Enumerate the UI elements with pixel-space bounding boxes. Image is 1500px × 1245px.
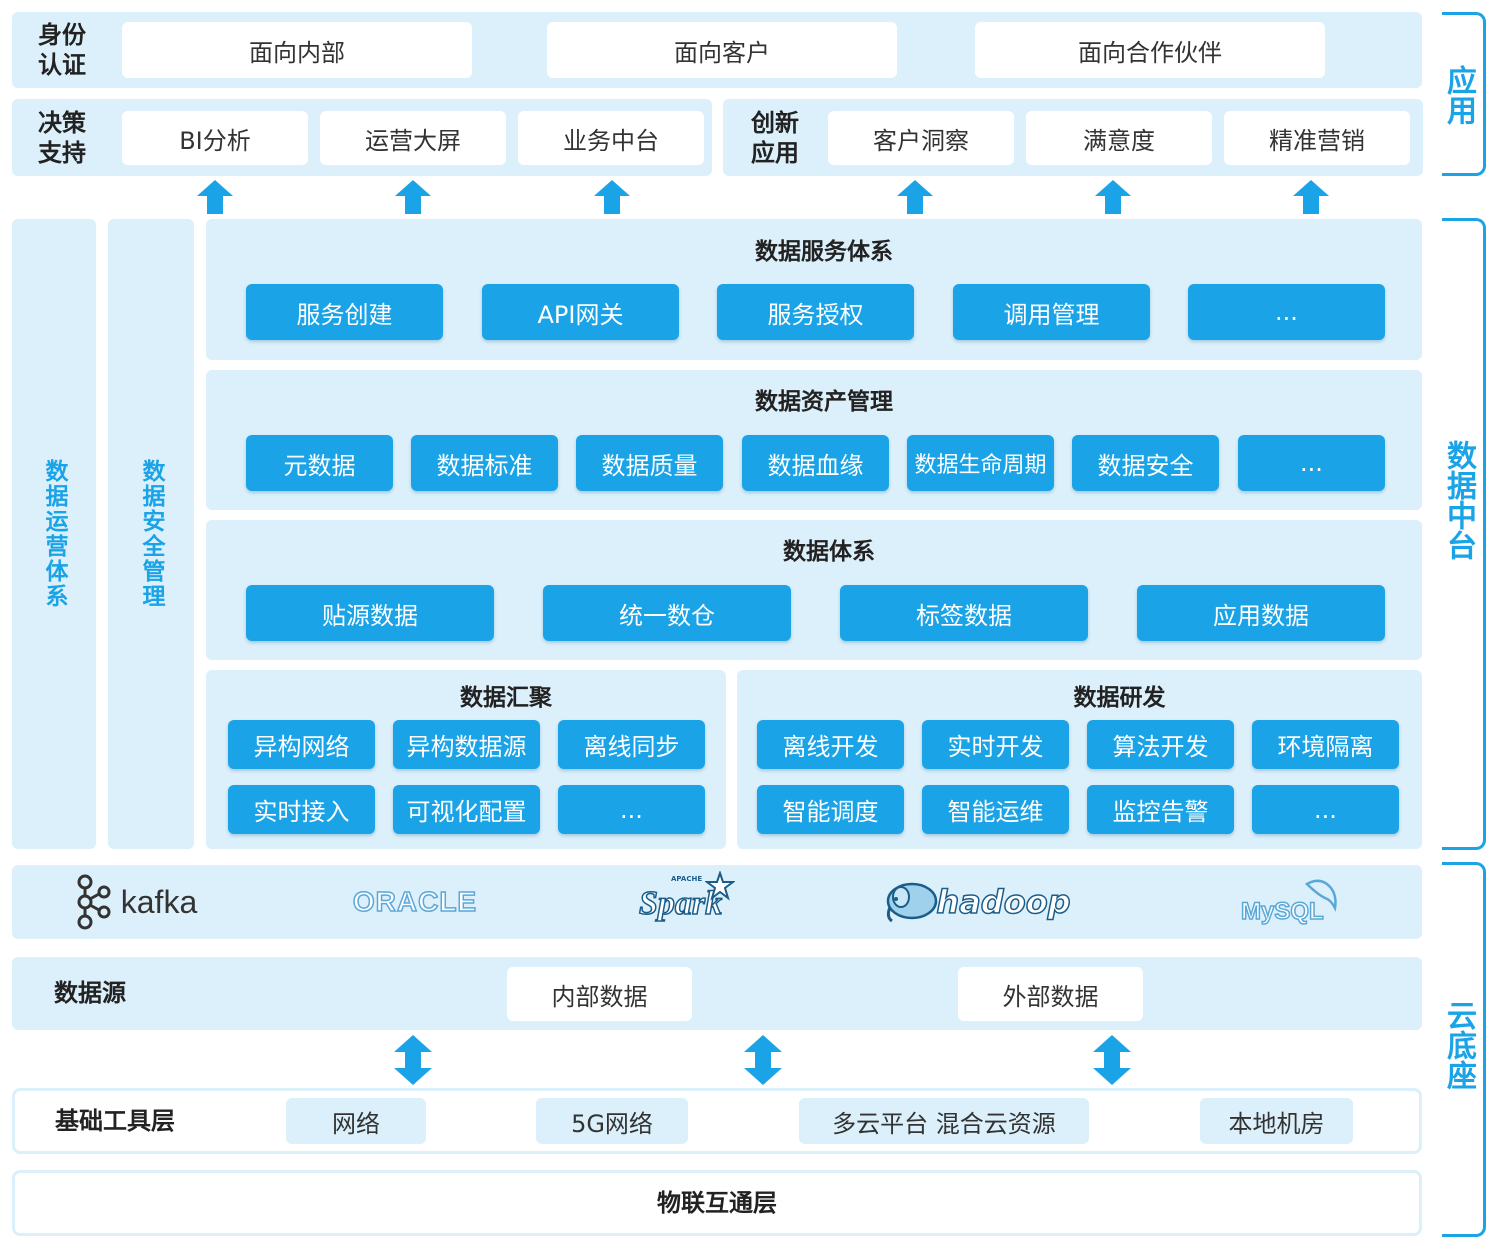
env-isolation-button[interactable]: 环境隔离 — [1252, 720, 1399, 769]
service-more-button[interactable]: ... — [1188, 284, 1385, 340]
heterogeneous-source-button[interactable]: 异构数据源 — [393, 720, 540, 769]
innovation-label: 创新 应用 — [751, 109, 799, 167]
heterogeneous-network-button[interactable]: 异构网络 — [228, 720, 375, 769]
data-standard-button[interactable]: 数据标准 — [411, 435, 558, 491]
hadoop-elephant-icon — [887, 882, 938, 923]
metadata-button[interactable]: 元数据 — [246, 435, 393, 491]
application-data-button[interactable]: 应用数据 — [1137, 585, 1385, 641]
service-create-button[interactable]: 服务创建 — [246, 284, 443, 340]
iot-layer: 物联互通层 — [12, 1170, 1422, 1236]
api-gateway-button[interactable]: API网关 — [482, 284, 679, 340]
identity-label: 身份 认证 — [38, 21, 86, 79]
dev-more-button[interactable]: ... — [1252, 785, 1399, 834]
up-arrows — [197, 180, 1329, 214]
kafka-icon — [77, 874, 111, 930]
realtime-dev-button[interactable]: 实时开发 — [922, 720, 1069, 769]
decision-item-bi[interactable]: BI分析 — [122, 111, 308, 165]
multi-cloud-box[interactable]: 多云平台 混合云资源 — [799, 1098, 1089, 1144]
infra-row — [12, 1088, 1422, 1154]
data-aggregation-title: 数据汇聚 — [460, 685, 552, 711]
monitor-alert-button[interactable]: 监控告警 — [1087, 785, 1234, 834]
aggregation-more-button[interactable]: ... — [558, 785, 705, 834]
spark-apache-text: APACHE — [671, 875, 703, 883]
double-arrows — [394, 1035, 1131, 1085]
realtime-ingest-button[interactable]: 实时接入 — [228, 785, 375, 834]
algorithm-dev-button[interactable]: 算法开发 — [1087, 720, 1234, 769]
innovation-item-satisfaction[interactable]: 满意度 — [1026, 111, 1212, 165]
network-box[interactable]: 网络 — [286, 1098, 426, 1144]
innovation-item-marketing[interactable]: 精准营销 — [1224, 111, 1410, 165]
up-arrow-icon — [197, 180, 233, 214]
tech-logos-row — [12, 865, 1422, 939]
visual-config-button[interactable]: 可视化配置 — [393, 785, 540, 834]
identity-item-partner[interactable]: 面向合作伙伴 — [975, 22, 1325, 78]
side-label-application: 应用 — [1441, 65, 1476, 125]
up-arrow-icon — [1293, 180, 1329, 214]
double-arrow-icon — [1093, 1035, 1131, 1085]
identity-item-customer[interactable]: 面向客户 — [547, 22, 897, 78]
hadoop-text: hadoop — [936, 882, 1072, 922]
spark-logo: APACHE Spark — [615, 866, 745, 936]
identity-item-internal[interactable]: 面向内部 — [122, 22, 472, 78]
data-service-title: 数据服务体系 — [755, 239, 893, 265]
data-quality-button[interactable]: 数据质量 — [576, 435, 723, 491]
data-lifecycle-button[interactable]: 数据生命周期 — [907, 435, 1054, 491]
data-asset-title: 数据资产管理 — [755, 389, 893, 415]
double-arrow-icon — [744, 1035, 782, 1085]
pillar-data-security: 数据安全管理 — [108, 219, 194, 849]
up-arrow-icon — [897, 180, 933, 214]
asset-more-button[interactable]: ... — [1238, 435, 1385, 491]
oracle-logo: ORACLE — [330, 870, 500, 934]
side-label-data-middle: 数据中台 — [1441, 440, 1476, 560]
spark-text: Spark — [638, 884, 723, 923]
spark-star-icon — [705, 871, 735, 901]
side-label-cloud-base: 云底座 — [1441, 1000, 1476, 1090]
tag-data-button[interactable]: 标签数据 — [840, 585, 1088, 641]
data-system-title: 数据体系 — [783, 539, 875, 565]
call-management-button[interactable]: 调用管理 — [953, 284, 1150, 340]
kafka-logo: kafka — [55, 870, 215, 934]
infra-label: 基础工具层 — [55, 1107, 175, 1135]
data-source-row — [12, 957, 1422, 1030]
hadoop-logo: hadoop — [875, 868, 1080, 936]
5g-network-box[interactable]: 5G网络 — [536, 1098, 688, 1144]
data-security-button[interactable]: 数据安全 — [1072, 435, 1219, 491]
offline-dev-button[interactable]: 离线开发 — [757, 720, 904, 769]
decision-item-ops-screen[interactable]: 运营大屏 — [320, 111, 506, 165]
innovation-item-insight[interactable]: 客户洞察 — [828, 111, 1014, 165]
external-data-box[interactable]: 外部数据 — [958, 967, 1143, 1021]
data-dev-title: 数据研发 — [1073, 685, 1166, 711]
local-datacenter-box[interactable]: 本地机房 — [1200, 1098, 1353, 1144]
kafka-text: kafka — [120, 883, 198, 920]
up-arrow-icon — [594, 180, 630, 214]
up-arrow-icon — [395, 180, 431, 214]
service-auth-button[interactable]: 服务授权 — [717, 284, 914, 340]
double-arrow-icon — [394, 1035, 432, 1085]
source-data-button[interactable]: 贴源数据 — [246, 585, 494, 641]
smart-ops-button[interactable]: 智能运维 — [922, 785, 1069, 834]
mysql-text: MySQL — [1240, 897, 1324, 926]
data-lineage-button[interactable]: 数据血缘 — [742, 435, 889, 491]
offline-sync-button[interactable]: 离线同步 — [558, 720, 705, 769]
pillar-data-operations: 数据运营体系 — [12, 219, 96, 849]
oracle-text: ORACLE — [352, 885, 478, 918]
application-brace — [1442, 12, 1486, 176]
data-middle-brace — [1442, 218, 1486, 850]
decision-item-business-hub[interactable]: 业务中台 — [518, 111, 704, 165]
internal-data-box[interactable]: 内部数据 — [507, 967, 692, 1021]
cloud-base-brace — [1442, 862, 1486, 1237]
unified-warehouse-button[interactable]: 统一数仓 — [543, 585, 791, 641]
decision-label: 决策 支持 — [38, 109, 86, 167]
data-source-label: 数据源 — [54, 979, 126, 1007]
smart-scheduling-button[interactable]: 智能调度 — [757, 785, 904, 834]
mysql-logo: MySQL — [1230, 870, 1355, 934]
mysql-dolphin-icon — [1304, 879, 1337, 912]
up-arrow-icon — [1095, 180, 1131, 214]
